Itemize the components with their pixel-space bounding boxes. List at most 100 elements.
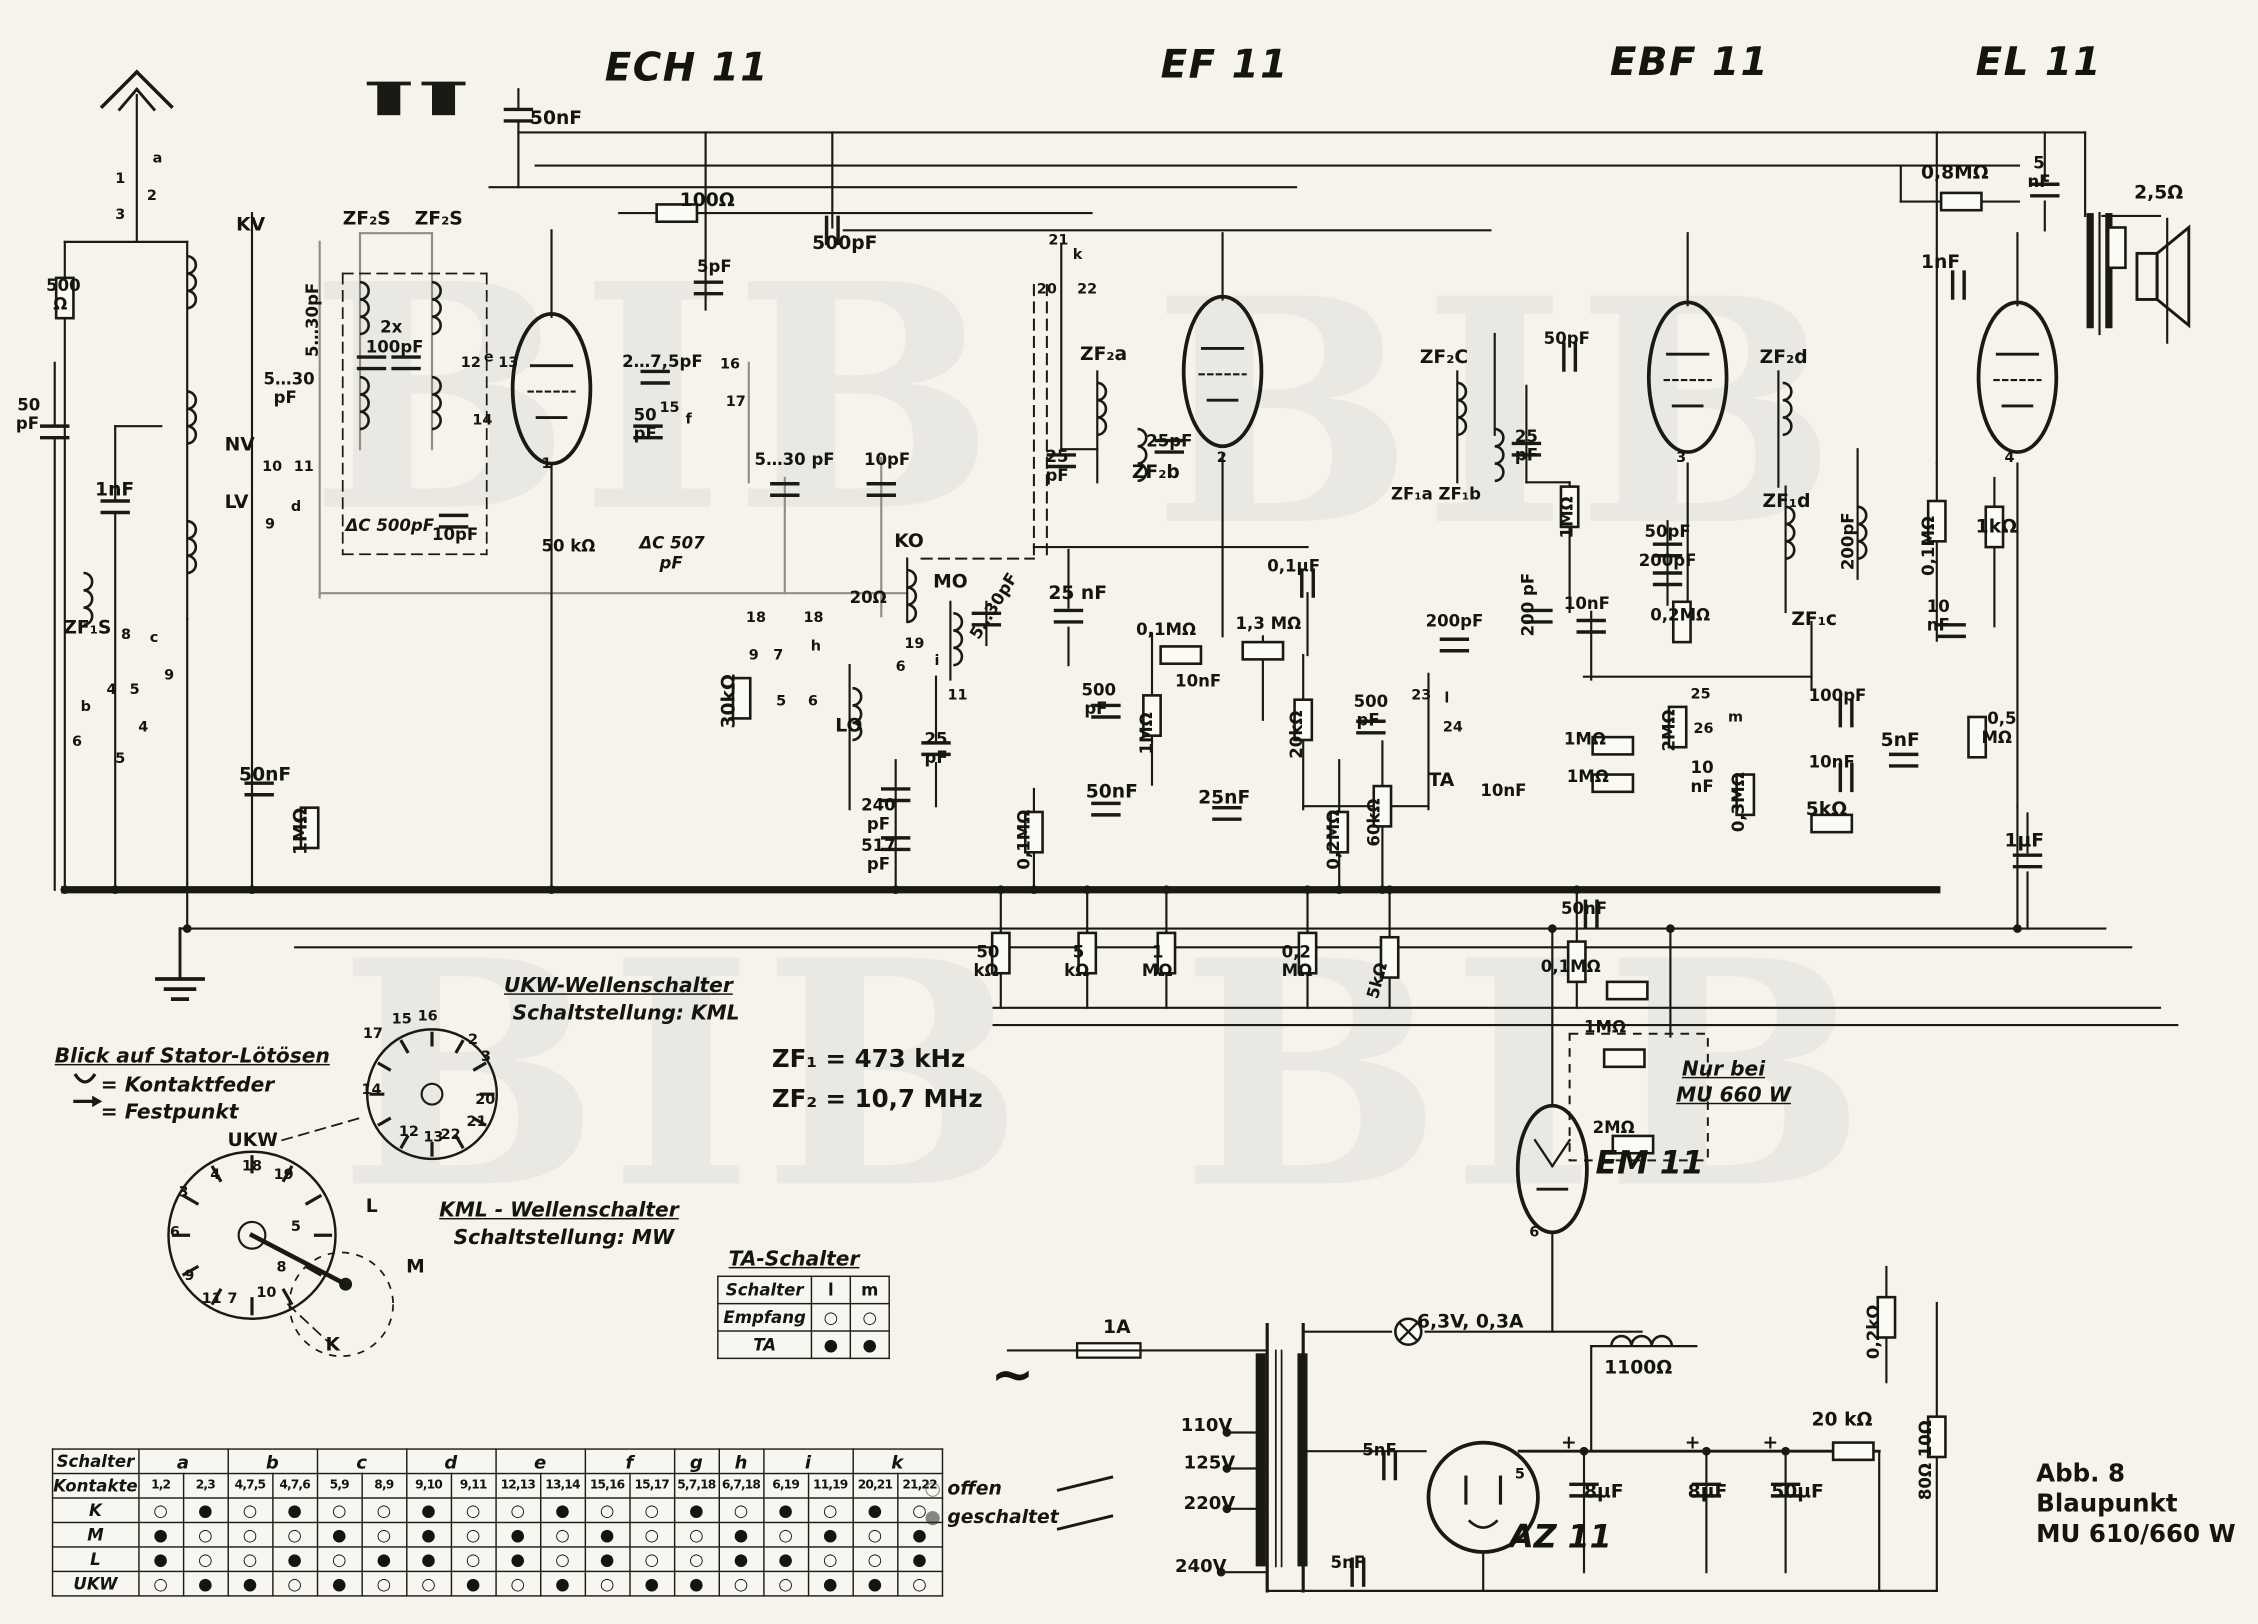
table-cell: ○ [628, 1521, 675, 1548]
switch-lever-tip [339, 1277, 353, 1291]
resistor [1077, 931, 1098, 975]
coil [1457, 381, 1468, 437]
coil [1494, 427, 1505, 483]
wafer-contact [304, 1193, 323, 1206]
table-cell: ● [717, 1546, 765, 1573]
table-cell: ○ [494, 1570, 541, 1597]
table-cell: ● [450, 1570, 497, 1597]
table-cell: 4,7,5 [226, 1472, 273, 1499]
table-cell: 4,7,6 [271, 1472, 318, 1499]
fixed-point-legend: = Festpunkt [100, 1101, 239, 1125]
table-cell: ○ [450, 1521, 497, 1548]
switch-wafer [167, 1150, 337, 1320]
table-cell: ● [316, 1570, 363, 1597]
table-cell: ○ [494, 1497, 541, 1524]
junction-dot [1162, 885, 1171, 895]
coil [1610, 1334, 1674, 1347]
table-cell: UKW [51, 1570, 140, 1597]
junction-dot [1378, 885, 1387, 895]
coil [83, 571, 94, 627]
ta-table-title: TA-Schalter [728, 1248, 860, 1272]
table-cell: ● [539, 1570, 586, 1597]
mounting-capacitor [432, 83, 456, 116]
resistor [1379, 935, 1400, 979]
table-cell: ○ [137, 1497, 184, 1524]
table-cell: ● [584, 1546, 631, 1573]
table-cell: ● [182, 1570, 229, 1597]
resistor [1876, 1295, 1897, 1339]
legend-closed: ● geschaltet [924, 1507, 1059, 1529]
table-cell: ○ [226, 1546, 273, 1573]
junction-dot [1303, 885, 1312, 895]
switch-wafer [365, 1028, 499, 1161]
resistor [1241, 640, 1285, 661]
junction-dot [182, 924, 192, 933]
table-cell: ○ [360, 1521, 407, 1548]
coil [1137, 427, 1148, 483]
table-cell: m [849, 1275, 890, 1305]
table-cell: ○ [807, 1546, 854, 1573]
resistor [1559, 485, 1580, 529]
junction-dot [1082, 885, 1092, 895]
resistor [1293, 698, 1314, 742]
wafer-contact [281, 1288, 294, 1306]
if-frequency-2: ZF₂ = 10,7 MHz [771, 1085, 983, 1115]
table-cell: ○ [137, 1570, 184, 1597]
table-cell: ● [849, 1330, 890, 1360]
table-cell: ● [896, 1521, 943, 1548]
tube-symbol [1646, 300, 1729, 454]
scan-watermark: BIB [1180, 892, 1875, 1257]
table-cell: ○ [628, 1546, 675, 1573]
table-cell: ● [360, 1546, 407, 1573]
table-cell: ○ [226, 1521, 273, 1548]
resistor [1591, 735, 1635, 756]
table-cell: 6,7,18 [717, 1472, 765, 1499]
table-cell: ● [137, 1546, 184, 1573]
table-cell: i [762, 1448, 854, 1475]
table-cell: 9,11 [450, 1472, 497, 1499]
table-cell: ○ [673, 1521, 720, 1548]
resistor [1926, 499, 1947, 543]
mounting-capacitor [377, 83, 401, 116]
wafer-contact [399, 1039, 410, 1054]
caption-brand: Blaupunkt [2036, 1490, 2178, 1519]
table-cell: ● [673, 1497, 720, 1524]
table-cell: ○ [807, 1497, 854, 1524]
switch-lever [248, 1232, 349, 1288]
junction-dot [1579, 1446, 1589, 1456]
coil [852, 686, 863, 742]
wafer-contact [210, 1165, 223, 1183]
resistor [299, 806, 320, 850]
power-transformer [1255, 1353, 1266, 1567]
tube-title-ebf11: EBF 11 [1609, 40, 1769, 85]
resistor [990, 931, 1011, 975]
resistor [1372, 784, 1393, 828]
junction-dot [1385, 885, 1394, 895]
caption-model: MU 610/660 W [2036, 1520, 2236, 1550]
ukw-wafer-label: UKW [227, 1130, 278, 1152]
mains-ac-symbol: ~ [990, 1346, 1035, 1406]
resistor [1810, 813, 1854, 834]
kml-switch-subtitle: Schaltstellung: MW [453, 1226, 675, 1250]
table-cell: 15,17 [628, 1472, 675, 1499]
table-cell: ● [673, 1570, 720, 1597]
dashed-box [1568, 1032, 1709, 1162]
resistor [2106, 226, 2127, 270]
table-cell: 11,19 [807, 1472, 854, 1499]
junction-dot [1702, 1446, 1711, 1456]
switch-wafer-hub [237, 1220, 267, 1250]
junction-dot [1216, 1567, 1226, 1577]
resistor [1671, 600, 1692, 644]
table-cell: ● [494, 1546, 541, 1573]
resistor [1984, 505, 2005, 549]
table-cell: ○ [628, 1497, 675, 1524]
table-cell: ○ [539, 1546, 586, 1573]
tube-symbol [510, 311, 593, 466]
only-660-note-1: Nur bei [1681, 1058, 1766, 1082]
table-cell: ● [851, 1570, 898, 1597]
junction-dot [1572, 885, 1582, 895]
resistor [1605, 980, 1649, 1001]
